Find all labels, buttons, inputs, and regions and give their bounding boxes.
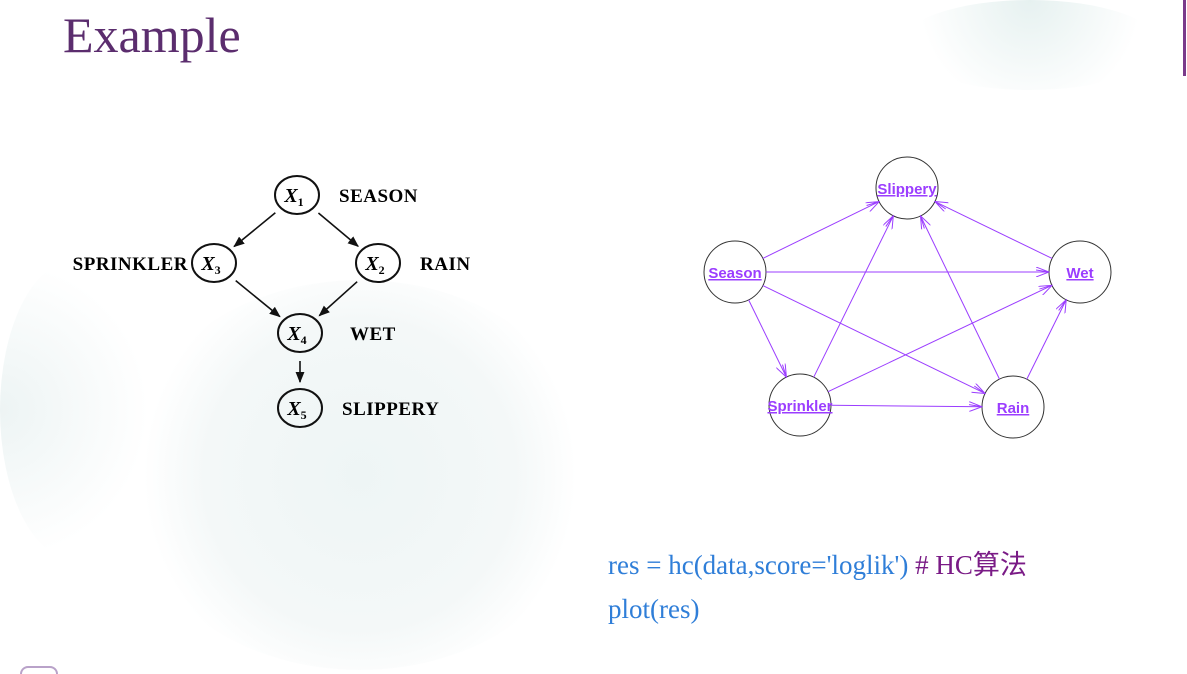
node-wet: X4 WET [277, 313, 396, 353]
node-label-wet: Wet [1066, 265, 1093, 282]
node-rain: X2 RAIN [355, 243, 471, 283]
node-circle [277, 388, 323, 428]
node-variable: X3 [200, 253, 220, 277]
code-line-2: plot(res) [608, 594, 700, 624]
edge-season-rain [762, 285, 985, 394]
node-circle [274, 175, 320, 215]
node-label: SLIPPERY [342, 399, 439, 420]
node-variable: X4 [286, 323, 306, 347]
edge-sprinkler-slippery [813, 216, 894, 378]
code-comment: # HC算法 [908, 550, 1027, 580]
edge-season-slippery [762, 202, 879, 259]
edge-season-sprinkler [748, 299, 787, 377]
background-decoration [900, 0, 1160, 90]
edge-arrow [317, 212, 359, 248]
node-label-season: Season [708, 265, 761, 282]
node-circle-sprinkler [768, 373, 832, 437]
node-circle [277, 313, 323, 353]
edge-arrow [318, 281, 358, 317]
code-line-1: res = hc(data,score='loglik') # HC算法 [608, 543, 1027, 582]
edge-wet-slippery [935, 202, 1053, 259]
node-label: RAIN [420, 254, 471, 275]
code-text: res = hc(data,score='loglik') [608, 550, 909, 580]
corner-decoration [20, 666, 58, 674]
edge-rain-slippery [921, 216, 1000, 380]
node-label: SEASON [339, 186, 418, 207]
node-variable: X5 [286, 398, 306, 422]
node-slippery: X5 SLIPPERY [277, 388, 439, 428]
node-circle [191, 243, 237, 283]
accent-line [1183, 0, 1186, 76]
node-circle-slippery [875, 156, 939, 220]
edge-sprinkler-rain [830, 405, 982, 406]
node-circle [355, 243, 401, 283]
edge-arrow [233, 212, 276, 248]
node-sprinkler: X3 SPRINKLER [73, 243, 237, 283]
background-decoration [120, 280, 600, 670]
node-label-rain: Rain [997, 400, 1030, 417]
edge-arrow [235, 280, 281, 318]
node-label: SPRINKLER [73, 254, 188, 275]
node-label-sprinkler: Sprinkler [767, 398, 832, 415]
node-label-slippery: Slippery [877, 181, 937, 198]
reference-network: X1 SEASON X3 SPRINKLER X2 RAIN X4 WET X5 SLIPPERY [73, 175, 471, 428]
edge-rain-wet [1026, 300, 1066, 380]
edge-sprinkler-wet [827, 285, 1052, 393]
node-variable: X1 [283, 185, 303, 209]
node-variable: X2 [364, 253, 384, 277]
background-decoration [0, 260, 150, 560]
node-season: X1 SEASON [274, 175, 418, 215]
node-label: WET [350, 324, 396, 345]
slide-title: Example [63, 7, 241, 63]
